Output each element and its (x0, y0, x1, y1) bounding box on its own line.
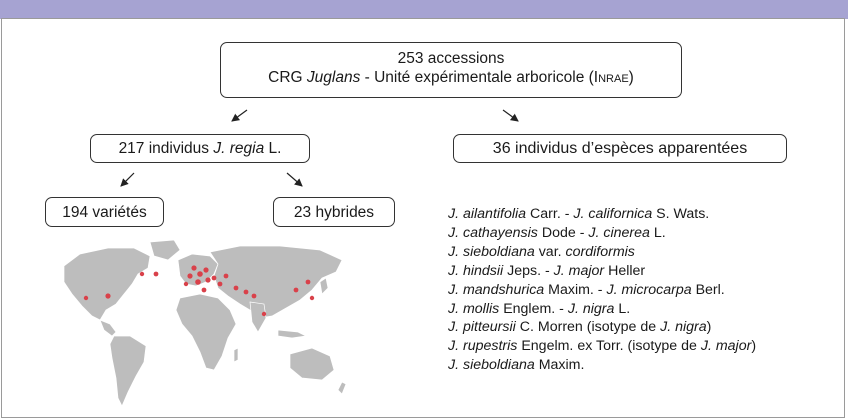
species-name: J. rupestris (448, 338, 518, 355)
species-authority: ) (706, 319, 712, 336)
map-dot (201, 287, 207, 293)
species-authority: S. Wats. (652, 206, 710, 222)
species-authority: Jeps. - (503, 262, 554, 279)
species-name: J. nigra (567, 300, 615, 317)
species-authority: Berl. (691, 281, 725, 298)
arrow-regia-to-hybrids (286, 172, 303, 187)
species-name: J. pitteursii (448, 319, 516, 336)
species-name: J. ailantifolia (448, 206, 527, 222)
map-dot (243, 289, 249, 295)
related-species-list: J. ailantifolia Carr. - J. californica S… (448, 205, 756, 375)
map-indonesia (277, 329, 308, 339)
map-dot (223, 273, 229, 279)
map-dot (187, 273, 193, 279)
species-name: J. major (553, 262, 605, 279)
map-madagascar (233, 347, 239, 363)
species-authority: Maxim. - (544, 281, 607, 298)
species-line: J. ailantifolia Carr. - J. californica S… (448, 205, 756, 224)
species-authority: var. (534, 243, 566, 260)
root-line-1: 253 accessions (397, 50, 505, 67)
species-line: J. mollis Englem. - J. nigra L. (448, 300, 756, 319)
box-related-species: 36 individus d’espèces apparentées (453, 134, 787, 163)
species-name: J. sieboldiana (448, 243, 535, 260)
world-map (63, 239, 347, 407)
species-name: J. sieboldiana (448, 357, 535, 374)
arrow-root-to-related (502, 109, 519, 122)
species-authority: Carr. - (526, 206, 574, 222)
species-name: J. microcarpa (606, 281, 692, 298)
map-australia (289, 347, 335, 381)
species-name: J. nigra (660, 319, 707, 336)
box-regia-individuals: 217 individus J. regia L. (90, 134, 310, 163)
root-box-accessions: 253 accessions CRG Juglans - Unité expér… (220, 42, 682, 98)
species-authority: Engelm. ex Torr. (isotype de (517, 338, 701, 355)
map-south-america (109, 335, 147, 407)
map-asia (209, 245, 343, 319)
species-authority: L. (649, 224, 666, 241)
species-name: J. major (700, 338, 752, 355)
map-central-america (99, 319, 117, 337)
map-greenland (149, 239, 181, 261)
map-dot (309, 295, 315, 301)
species-authority: Dode - (537, 224, 589, 241)
species-authority: L. (614, 300, 631, 317)
header-band (0, 0, 848, 19)
map-dot (191, 265, 197, 271)
species-authority: Englem. - (499, 300, 568, 317)
species-line: J. hindsii Jeps. - J. major Heller (448, 262, 756, 281)
map-dot (83, 295, 89, 301)
box-hybrids: 23 hybrides (273, 197, 395, 227)
map-north-america (63, 247, 151, 321)
box-varieties: 194 variétés (45, 197, 164, 227)
arrow-regia-to-varieties (120, 172, 135, 187)
species-authority: Heller (604, 262, 646, 279)
map-dot (195, 279, 201, 285)
species-line: J. mandshurica Maxim. - J. microcarpa Be… (448, 281, 756, 300)
species-name: J. hindsii (448, 262, 504, 279)
map-dot (233, 285, 239, 291)
map-dot (203, 267, 209, 273)
map-dot (305, 279, 311, 285)
map-dot (153, 271, 159, 277)
map-dot (261, 311, 267, 317)
species-name: cordiformis (565, 243, 635, 260)
species-name: J. cathayensis (448, 224, 538, 241)
map-india (249, 301, 267, 333)
map-dot (293, 287, 299, 293)
map-dot (205, 277, 211, 283)
species-line: J. sieboldiana var. cordiformis (448, 243, 756, 262)
map-dot (183, 281, 189, 287)
map-japan (319, 277, 329, 295)
figure-frame (1, 18, 845, 418)
map-dot (105, 293, 111, 299)
species-line: J. sieboldiana Maxim. (448, 356, 756, 375)
arrow-root-to-regia (231, 109, 248, 122)
species-line: J. cathayensis Dode - J. cinerea L. (448, 224, 756, 243)
species-line: J. pitteursii C. Morren (isotype de J. n… (448, 318, 756, 337)
species-authority: ) (751, 338, 757, 355)
species-line: J. rupestris Engelm. ex Torr. (isotype d… (448, 337, 756, 356)
map-africa (175, 293, 237, 371)
species-name: J. cinerea (588, 224, 650, 241)
species-authority: Maxim. (534, 357, 585, 374)
species-name: J. mollis (448, 300, 500, 317)
map-dot (217, 281, 223, 287)
map-dot (139, 271, 145, 277)
species-name: J. californica (573, 206, 653, 222)
species-name: J. mandshurica (448, 281, 545, 298)
map-new-zealand (337, 381, 347, 395)
species-authority: C. Morren (isotype de (515, 319, 661, 336)
root-line-2: CRG Juglans - Unité expérimentale arbori… (268, 69, 634, 86)
map-dot (197, 271, 203, 277)
map-dot (251, 293, 257, 299)
map-dot (211, 275, 217, 281)
